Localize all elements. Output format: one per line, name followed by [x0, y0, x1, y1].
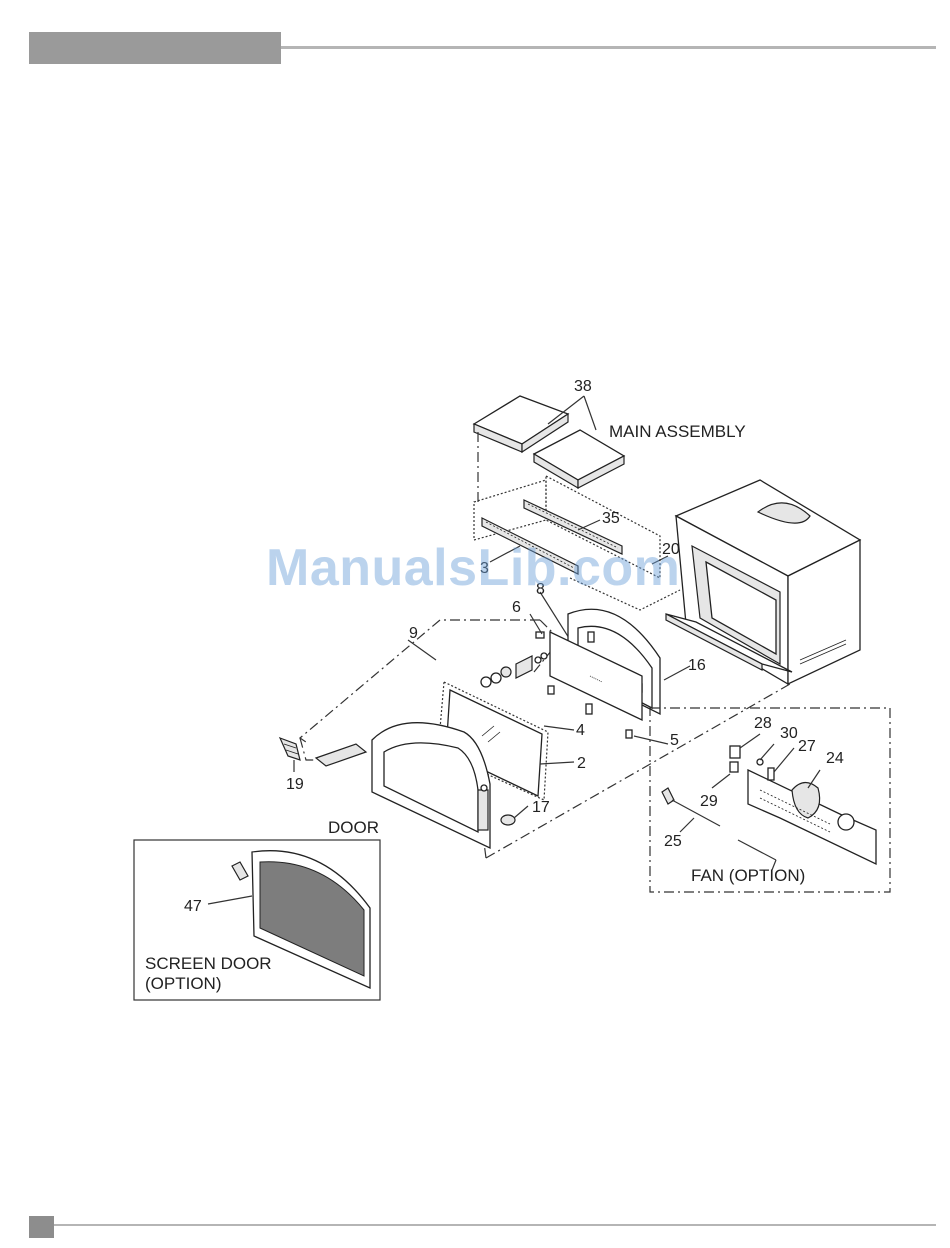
footer-page-box: [29, 1216, 54, 1238]
fan-option-label: FAN (OPTION): [691, 866, 805, 885]
footer-rule: [54, 1224, 936, 1226]
part-number-2: 2: [577, 755, 586, 772]
part-number-17: 17: [532, 799, 550, 816]
part-number-29: 29: [700, 793, 718, 810]
handle-17: [501, 815, 515, 825]
part-number-35: 35: [602, 510, 620, 527]
door-front: [372, 723, 490, 848]
main-assembly-label: MAIN ASSEMBLY: [609, 422, 746, 441]
spring-handle-19: [280, 738, 300, 760]
part-number-16: 16: [688, 657, 706, 674]
door-label: DOOR: [328, 818, 379, 837]
brick-plates-38: [474, 396, 624, 488]
part-number-6: 6: [512, 599, 521, 616]
part-number-28: 28: [754, 715, 772, 732]
part-number-5: 5: [670, 732, 679, 749]
part-number-4: 4: [576, 722, 585, 739]
latch-parts-9: [481, 632, 554, 694]
screen-door-label-line1: SCREEN DOOR: [145, 954, 272, 973]
part-number-38: 38: [574, 378, 592, 395]
fan-blower-24: [748, 770, 876, 864]
screen-door-label-line2: (OPTION): [145, 974, 222, 993]
part-number-9: 9: [409, 625, 418, 642]
stove-body-20: [666, 480, 860, 684]
part-number-27: 27: [798, 738, 816, 755]
part-number-47: 47: [184, 898, 202, 915]
part-number-19: 19: [286, 776, 304, 793]
part-number-25: 25: [664, 833, 682, 850]
part-number-24: 24: [826, 750, 844, 767]
part-number-30: 30: [780, 725, 798, 742]
watermark-text: ManualsLib.com: [266, 538, 680, 598]
